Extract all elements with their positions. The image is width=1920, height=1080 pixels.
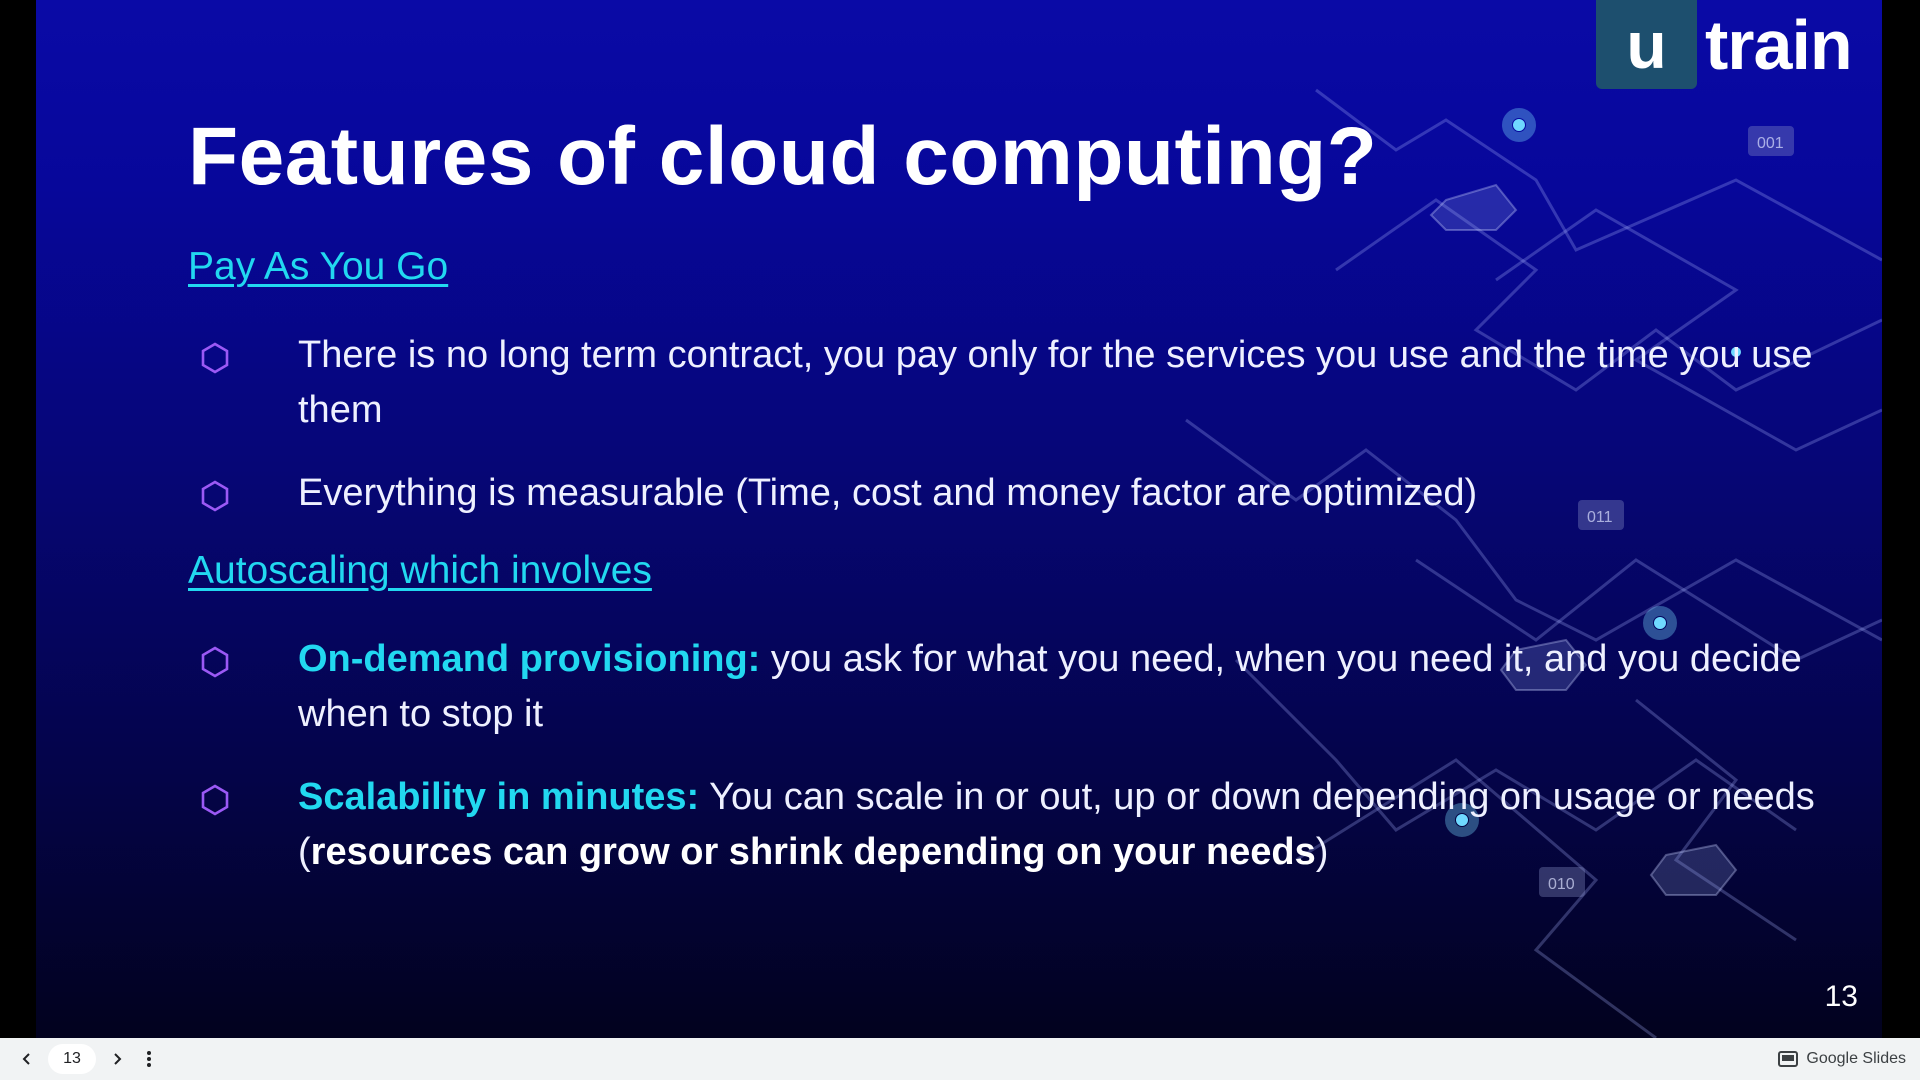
bullet-text: Everything is measurable (Time, cost and…: [298, 472, 1478, 514]
previous-slide-button[interactable]: [14, 1046, 40, 1072]
deco-label-2: 011: [1587, 509, 1613, 526]
bullet-item: On-demand provisioning: you ask for what…: [200, 632, 1820, 742]
chevron-right-icon: [114, 1053, 122, 1065]
more-options-button[interactable]: [136, 1046, 162, 1072]
more-vert-icon: [147, 1051, 151, 1067]
next-slide-button[interactable]: [104, 1046, 130, 1072]
page-number-input[interactable]: 13: [48, 1044, 96, 1074]
deco-label-3: 010: [1548, 876, 1575, 893]
network-background-decoration: 001 011 010: [1185, 88, 1882, 1038]
bullet-closing: ): [1315, 831, 1329, 873]
bullet-text: On-demand provisioning: you ask for what…: [298, 632, 1818, 742]
bullet-item: Everything is measurable (Time, cost and…: [200, 466, 1820, 521]
slide-title: Features of cloud computing?: [188, 111, 1378, 202]
slide-page-number: 13: [1824, 980, 1858, 1013]
slides-toolbar: 13 Google Slides: [0, 1038, 1920, 1080]
section-heading-autoscaling[interactable]: Autoscaling which involves: [188, 549, 652, 592]
bullet-text: Scalability in minutes: You can scale in…: [298, 770, 1818, 880]
hexagon-bullet-icon: [201, 784, 229, 816]
bullet-item: Scalability in minutes: You can scale in…: [200, 770, 1820, 880]
hexagon-bullet-icon: [201, 342, 229, 374]
section-heading-pay-as-you-go[interactable]: Pay As You Go: [188, 245, 449, 288]
google-slides-label: Google Slides: [1806, 1050, 1906, 1067]
slides-logo-icon: [1778, 1051, 1799, 1067]
logo-mark: u: [1596, 0, 1697, 89]
hexagon-bullet-icon: [201, 646, 229, 678]
bullet-bold-term: Scalability in minutes:: [298, 776, 700, 818]
deco-label-1: 001: [1757, 135, 1784, 152]
logo-text: train: [1705, 5, 1853, 84]
bullet-description: you ask for what you need, when you need…: [298, 638, 1802, 735]
bullet-item: There is no long term contract, you pay …: [200, 328, 1820, 438]
bullet-text: There is no long term contract, you pay …: [298, 334, 1813, 431]
bullet-emphasis: resources can grow or shrink depending o…: [310, 831, 1316, 873]
bullet-bold-term: On-demand provisioning:: [298, 638, 761, 680]
google-slides-link[interactable]: Google Slides: [1778, 1038, 1906, 1080]
slide: 001 011 010 u train Features of cloud co…: [36, 0, 1882, 1038]
utrain-logo: u train: [1596, 0, 1853, 89]
hexagon-bullet-icon: [201, 480, 229, 512]
bullet-description: You can scale in or out, up or down depe…: [298, 776, 1815, 873]
chevron-left-icon: [22, 1053, 30, 1065]
